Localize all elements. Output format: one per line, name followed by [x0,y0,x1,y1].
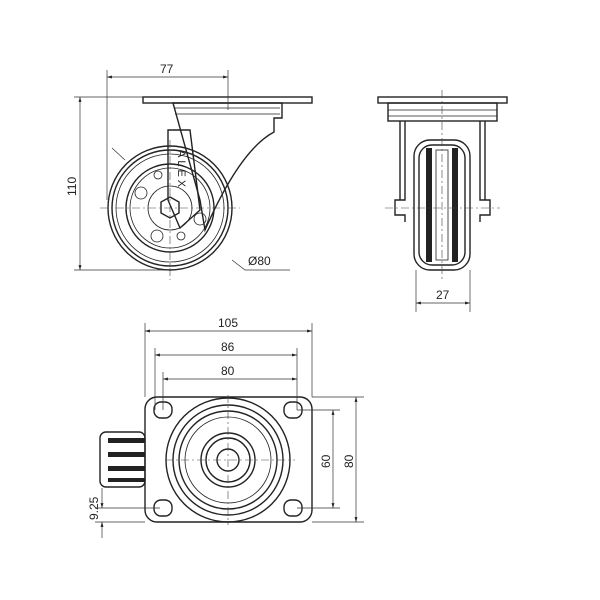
offset-9-25-label: 9.25 [87,496,101,520]
width-27-label: 27 [436,288,450,302]
height-110-label: 110 [65,177,79,196]
length-105-label: 105 [218,316,238,330]
front-view: 27 [377,90,508,312]
hole-86-label: 86 [221,340,235,354]
width-80-label: 80 [342,454,356,468]
diameter-80-label: Ø80 [248,254,271,268]
side-view: ALEX 77 110 Ø80 [65,62,313,280]
hole-80-label: 80 [221,364,235,378]
width-77-label: 77 [160,62,174,76]
brand-text: ALEX [175,150,187,190]
spacing-60-label: 60 [319,454,333,468]
top-view: 105 86 80 60 80 9.25 [87,316,364,538]
